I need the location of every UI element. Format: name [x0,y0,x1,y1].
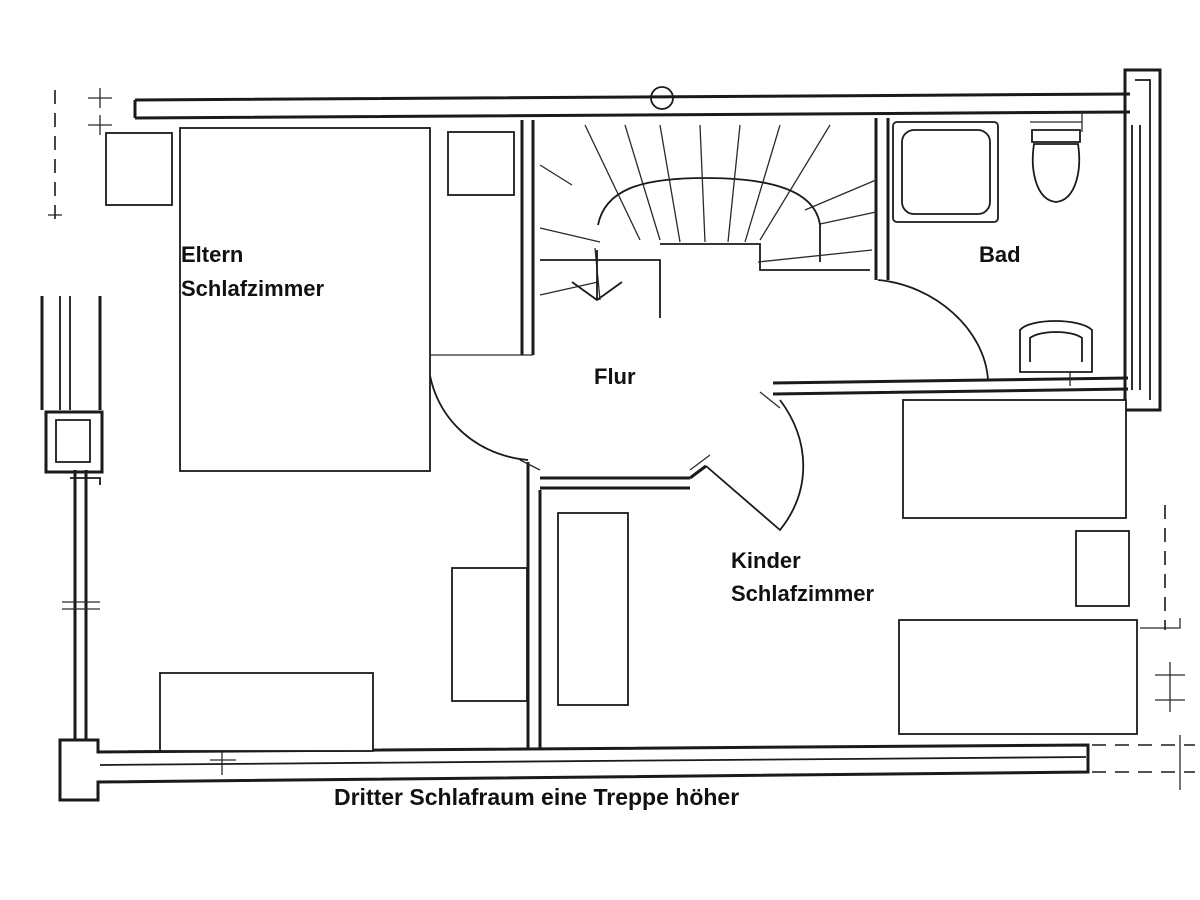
wardrobe-kinder [557,512,629,706]
label-eltern-line2: Schlafzimmer [181,276,324,301]
bed-kinder-top [902,399,1127,519]
nightstand-right [447,131,515,196]
dimension-marks [48,88,1195,790]
nightstand-left [105,132,173,206]
staircase [539,86,877,318]
bathroom-fixtures [892,112,1093,386]
nightstand-kinder [1075,530,1130,607]
wardrobe-eltern [159,672,374,752]
label-kinder-line1: Kinder [731,548,801,573]
label-bad: Bad [979,242,1021,267]
toilet-icon [1031,129,1081,203]
bed-kinder-bottom [898,619,1138,735]
door-kinder-swing [705,399,805,532]
dresser-eltern [451,567,528,702]
label-eltern-line1: Eltern [181,242,243,267]
outer-walls [40,68,1162,802]
label-kinder-line2: Schlafzimmer [731,581,874,606]
door-bad-swing [877,279,989,381]
room-labels: Eltern Schlafzimmer Flur Bad Kinder Schl… [181,242,1021,810]
label-flur: Flur [594,364,636,389]
double-bed [179,127,431,472]
furniture [105,127,1138,752]
door-eltern-swing [427,354,529,461]
caption-third-bedroom: Dritter Schlafraum eine Treppe höher [334,784,739,810]
interior-walls [519,118,1129,750]
washbasin-icon [1019,320,1093,373]
shower-tray [892,121,999,223]
